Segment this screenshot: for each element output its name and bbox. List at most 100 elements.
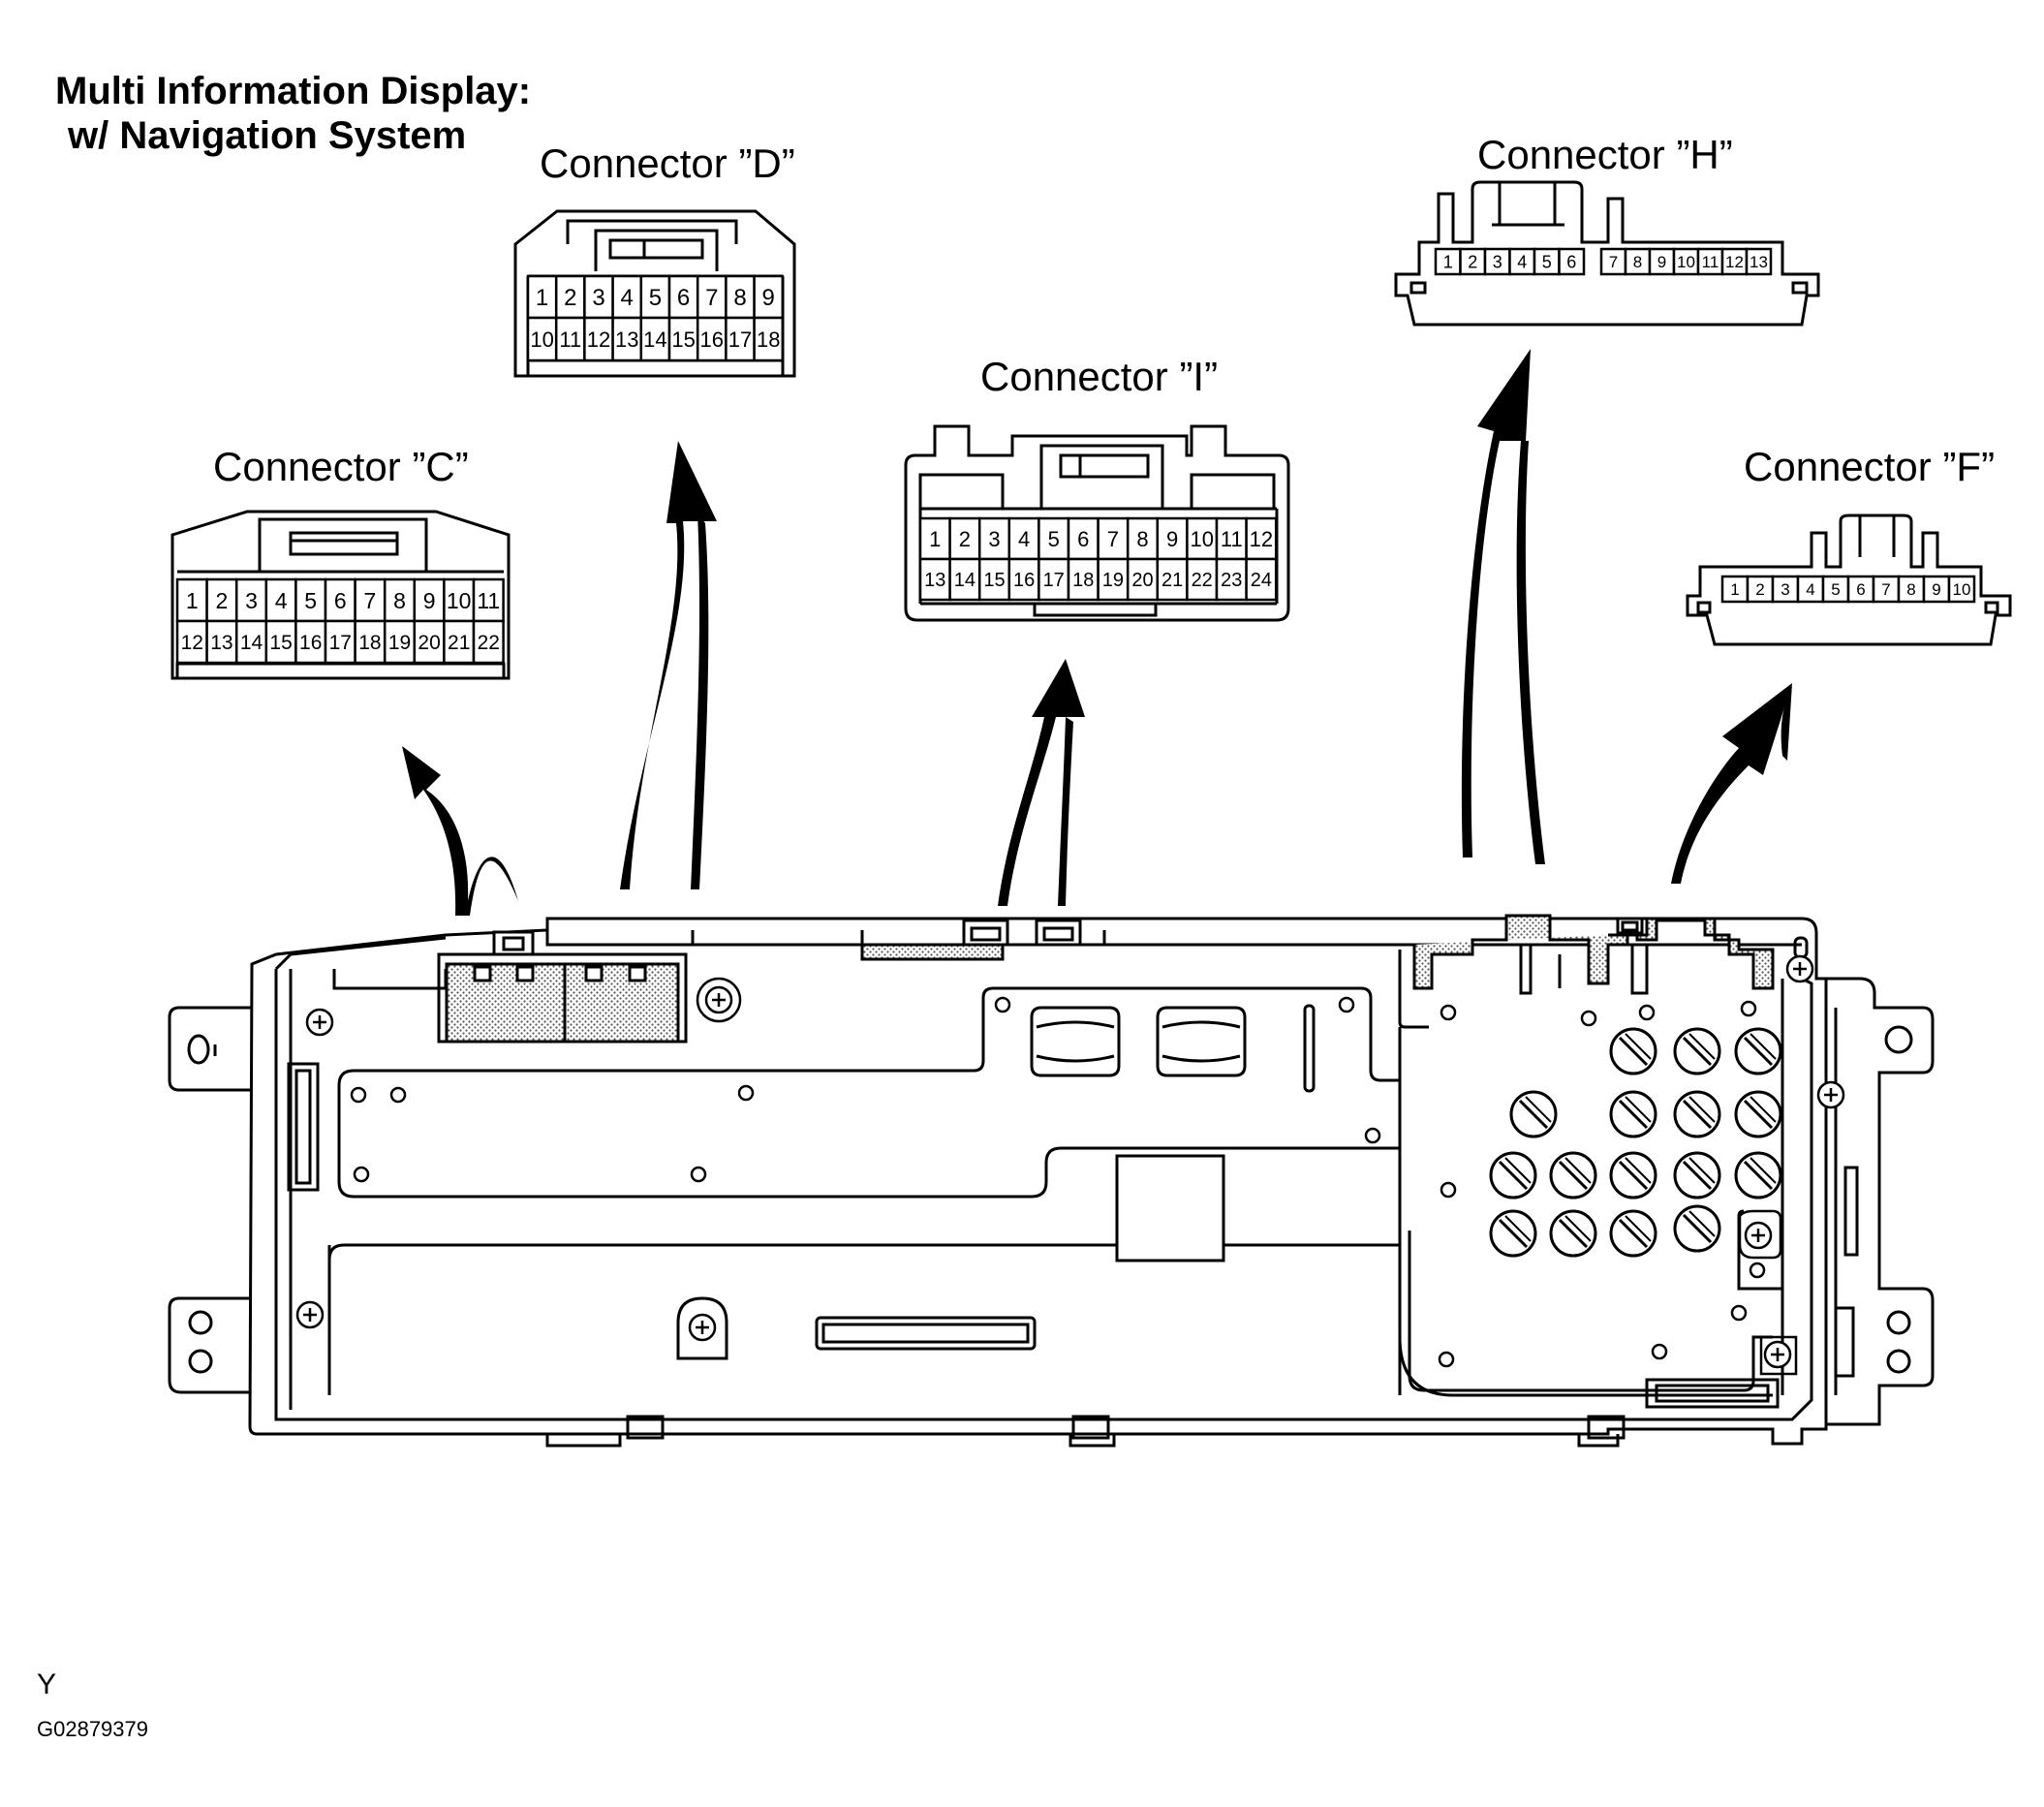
pin-cell bbox=[1067, 516, 1099, 561]
pin-cell bbox=[1245, 557, 1278, 602]
display-unit-body bbox=[168, 914, 1935, 1448]
pin-number: 10 bbox=[447, 588, 472, 613]
pin-cell bbox=[1558, 247, 1586, 276]
pin-number: 11 bbox=[1221, 527, 1243, 551]
pin-number: 9 bbox=[1657, 253, 1666, 271]
arrow-to-connector-c bbox=[402, 746, 518, 916]
connector-d-label: Connector ”D” bbox=[540, 140, 795, 186]
pin-number: 13 bbox=[210, 632, 232, 654]
pin-number: 16 bbox=[700, 327, 724, 352]
pin-cell bbox=[725, 274, 756, 320]
pin-number: 14 bbox=[643, 327, 666, 352]
diagram-title-line2: w/ Navigation System bbox=[68, 114, 467, 157]
pin-number: 9 bbox=[762, 285, 775, 311]
pin-number: 8 bbox=[1136, 527, 1148, 551]
pin-cell bbox=[948, 516, 981, 561]
pin-number: 9 bbox=[1166, 527, 1178, 551]
pin-number: 17 bbox=[329, 632, 352, 654]
arrow-to-connector-i bbox=[998, 659, 1085, 906]
pin-cell bbox=[354, 577, 387, 623]
pin-number: 1 bbox=[536, 285, 548, 311]
pin-cell bbox=[1696, 247, 1724, 276]
screw-boss bbox=[696, 977, 1798, 1376]
pin-number: 13 bbox=[924, 570, 945, 591]
pin-number: 12 bbox=[1725, 253, 1744, 271]
pin-number: 7 bbox=[1881, 580, 1890, 599]
pin-cell bbox=[1007, 516, 1040, 561]
pin-number: 14 bbox=[954, 570, 976, 591]
pin-number: 16 bbox=[299, 632, 322, 654]
pin-number: 3 bbox=[1493, 252, 1502, 271]
pin-cell bbox=[639, 274, 671, 320]
pin-number: 22 bbox=[1192, 570, 1213, 591]
pin-number: 15 bbox=[983, 570, 1005, 591]
pin-number: 15 bbox=[671, 327, 695, 352]
pin-number: 12 bbox=[181, 632, 203, 654]
pin-cell bbox=[1922, 575, 1951, 604]
pin-number: 3 bbox=[592, 285, 604, 311]
pin-number: 10 bbox=[530, 327, 553, 352]
pin-cell bbox=[977, 557, 1011, 602]
pin-cell bbox=[1126, 516, 1160, 561]
pin-number: 4 bbox=[1806, 580, 1814, 599]
pin-number: 21 bbox=[1161, 570, 1183, 591]
pin-number: 17 bbox=[1043, 570, 1065, 591]
footer-letter: Y bbox=[37, 1668, 57, 1700]
pin-number: 6 bbox=[1856, 580, 1865, 599]
pin-number: 23 bbox=[1221, 570, 1242, 591]
pin-number: 5 bbox=[1542, 252, 1552, 271]
pin-number: 10 bbox=[1677, 253, 1695, 271]
pin-number: 7 bbox=[1107, 527, 1119, 551]
pin-number: 1 bbox=[186, 588, 199, 613]
pin-cell bbox=[918, 557, 951, 602]
footer-figure-code: G02879379 bbox=[37, 1717, 148, 1741]
pin-number: 2 bbox=[959, 527, 971, 551]
pin-cell bbox=[583, 316, 614, 362]
pin-number: 12 bbox=[1250, 527, 1273, 551]
pin-cell bbox=[1771, 575, 1800, 604]
pin-cell bbox=[443, 619, 476, 665]
connector-h-label: Connector ”H” bbox=[1477, 132, 1733, 177]
pin-number: 6 bbox=[1566, 252, 1576, 271]
pin-cell bbox=[234, 619, 268, 665]
pin-number: 8 bbox=[1633, 253, 1642, 271]
pin-number: 5 bbox=[304, 588, 317, 613]
arrow-to-connector-f bbox=[1671, 683, 1792, 884]
diagram-title-line1: Multi Information Display: bbox=[55, 70, 532, 112]
pin-cell bbox=[1459, 247, 1487, 276]
pin-number: 2 bbox=[564, 285, 576, 311]
pin-cell bbox=[1126, 557, 1160, 602]
pin-number: 18 bbox=[757, 327, 780, 352]
pin-number: 4 bbox=[275, 588, 288, 613]
pin-cell bbox=[1097, 516, 1130, 561]
pin-cell bbox=[554, 316, 586, 362]
pin-number: 18 bbox=[358, 632, 381, 654]
pin-cell bbox=[1156, 557, 1189, 602]
pin-number: 11 bbox=[477, 588, 500, 613]
pin-number: 11 bbox=[559, 327, 581, 352]
connector-f-label: Connector ”F” bbox=[1744, 444, 1996, 489]
pin-cell bbox=[526, 316, 558, 362]
pin-number: 7 bbox=[1609, 253, 1618, 271]
pin-number: 20 bbox=[418, 632, 440, 654]
pin-number: 21 bbox=[448, 632, 470, 654]
pin-cell bbox=[1097, 557, 1130, 602]
pin-number: 8 bbox=[733, 285, 746, 311]
pin-cell bbox=[1745, 247, 1773, 276]
pin-number: 2 bbox=[1755, 580, 1764, 599]
pin-cell bbox=[472, 619, 505, 665]
pin-number: 4 bbox=[1517, 252, 1527, 271]
pin-cell bbox=[1821, 575, 1850, 604]
pin-number: 22 bbox=[478, 632, 500, 654]
pin-number: 20 bbox=[1131, 570, 1153, 591]
pin-cell bbox=[1245, 516, 1278, 561]
pin-number: 13 bbox=[1750, 253, 1768, 271]
pin-cell bbox=[696, 274, 728, 320]
pin-cell bbox=[948, 557, 981, 602]
pin-cell bbox=[583, 274, 614, 320]
